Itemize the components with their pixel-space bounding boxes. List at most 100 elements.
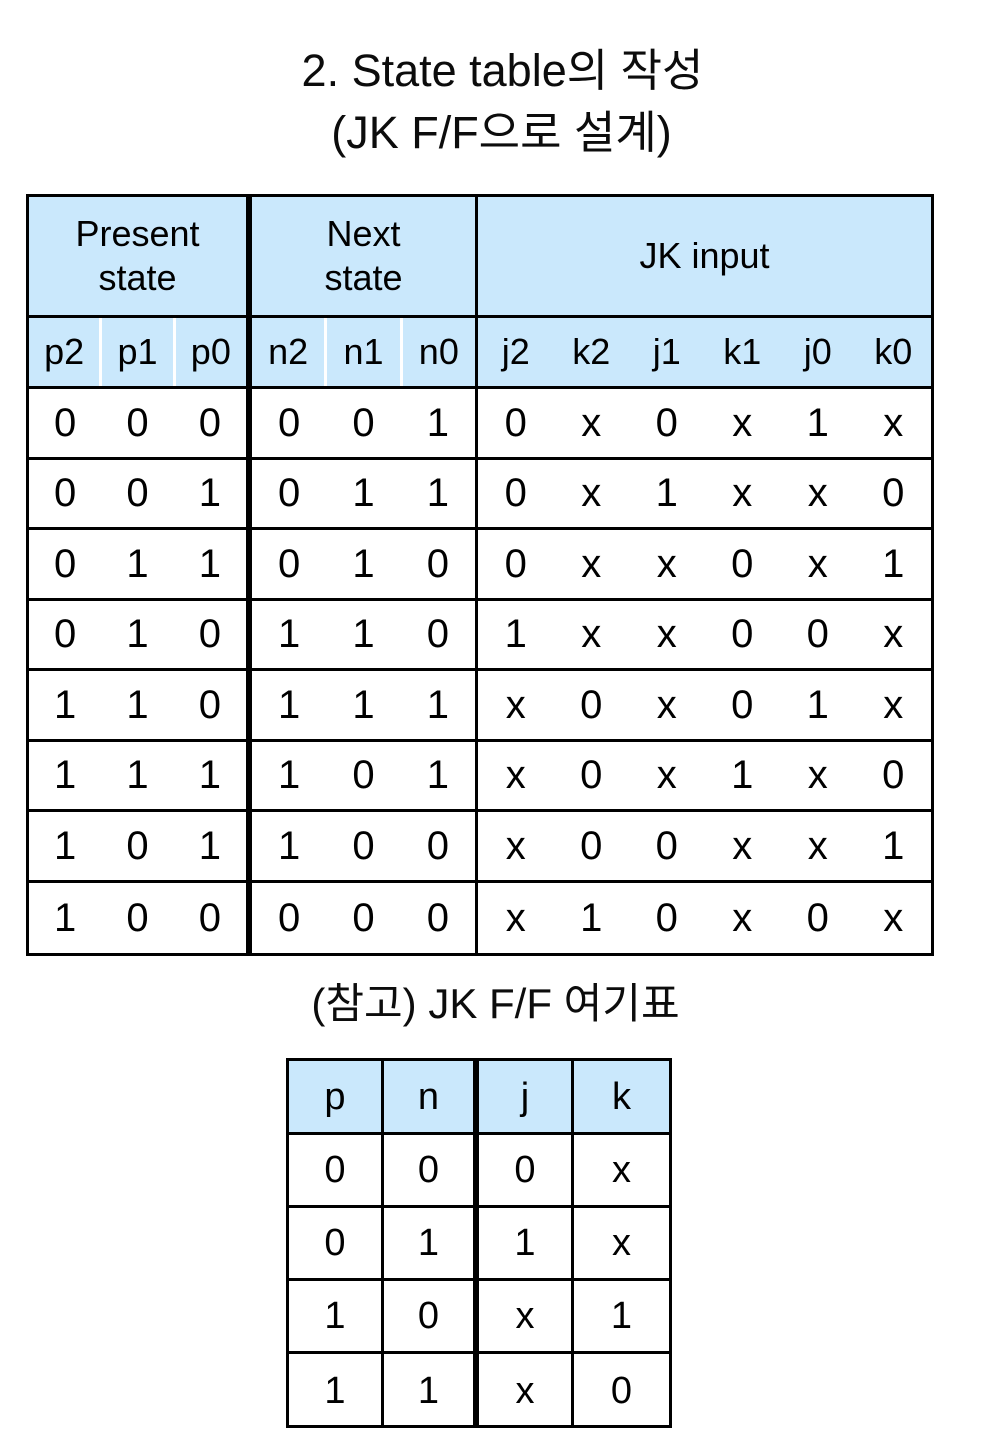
cell-next-4-2: 1 [426, 682, 449, 727]
sub-header-p2: p2 [29, 318, 100, 386]
cell-jk-1-1: x [581, 471, 602, 516]
excitation-cell-1-2: 1 [479, 1208, 574, 1278]
cell-jk-0-5: x [883, 400, 904, 445]
cell-present-1-2: 1 [198, 471, 221, 516]
sub-header-p0: p0 [172, 318, 246, 386]
excitation-cell-2-0: 1 [289, 1281, 384, 1351]
sub-header-present-group: p2 p1 p0 [29, 318, 252, 386]
excitation-cell-3-2: x [479, 1354, 574, 1427]
excitation-header-n: n [384, 1061, 479, 1132]
group-header-next-state-line1: Next [326, 213, 401, 254]
excitation-cell-3-0: 1 [289, 1354, 384, 1427]
cell-next-2-0: 0 [278, 541, 301, 586]
sub-header-k0: k0 [855, 318, 931, 386]
cell-jk-6-2: 0 [655, 823, 678, 868]
cell-jk-6-3: x [732, 823, 753, 868]
group-header-present-state-line2: state [98, 257, 177, 298]
cell-jk-6-1: 0 [580, 823, 603, 868]
cell-jk-2-3: 0 [731, 541, 754, 586]
cell-present-6-2: 1 [198, 823, 221, 868]
cell-jk-7-4: 0 [806, 895, 829, 940]
cell-jk-3-5: x [883, 612, 904, 657]
cell-jk-0-1: x [581, 400, 602, 445]
cell-jk-1-2: 1 [655, 471, 678, 516]
excitation-header-k: k [574, 1061, 669, 1132]
cell-jk-7-0: x [505, 895, 526, 940]
cell-present-7-2: 0 [198, 895, 221, 940]
cell-jk-4-5: x [883, 682, 904, 727]
excitation-cell-2-1: 0 [384, 1281, 479, 1351]
cell-jk-7-2: 0 [655, 895, 678, 940]
excitation-cell-0-2: 0 [479, 1135, 574, 1205]
cell-present-3-2: 0 [198, 612, 221, 657]
excitation-cell-3-1: 1 [384, 1354, 479, 1427]
cell-next-7-2: 0 [426, 895, 449, 940]
title-line-2: (JK F/F으로 설계) [331, 107, 672, 158]
cell-jk-3-0: 1 [504, 612, 527, 657]
sub-header-jk-group: j2 k2 j1 k1 j0 k0 [478, 318, 931, 386]
cell-present-6-0: 1 [54, 823, 77, 868]
sub-header-next-group: n2 n1 n0 [252, 318, 478, 386]
cell-jk-5-4: x [807, 753, 828, 798]
cell-jk-3-2: x [656, 612, 677, 657]
cell-next-5-2: 1 [426, 753, 449, 798]
cell-next-0-1: 0 [352, 400, 375, 445]
cell-present-2-2: 1 [198, 541, 221, 586]
excitation-cell-2-2: x [479, 1281, 574, 1351]
cell-jk-5-1: 0 [580, 753, 603, 798]
group-header-jk-input-label: JK input [639, 235, 770, 276]
cell-jk-2-0: 0 [504, 541, 527, 586]
cell-next-6-0: 1 [278, 823, 301, 868]
cell-jk-3-3: 0 [731, 612, 754, 657]
cell-next-5-0: 1 [278, 753, 301, 798]
cell-jk-7-3: x [732, 895, 753, 940]
cell-jk-4-3: 0 [731, 682, 754, 727]
cell-present-3-0: 0 [54, 612, 77, 657]
excitation-cell-1-0: 0 [289, 1208, 384, 1278]
cell-jk-1-4: x [807, 471, 828, 516]
excitation-header-p: p [289, 1061, 384, 1132]
cell-next-4-1: 1 [352, 682, 375, 727]
cell-present-2-1: 1 [126, 541, 149, 586]
cell-present-0-0: 0 [54, 400, 77, 445]
cell-present-2-0: 0 [54, 541, 77, 586]
sub-header-k1: k1 [704, 318, 780, 386]
cell-jk-5-5: 0 [882, 753, 905, 798]
cell-jk-0-4: 1 [806, 400, 829, 445]
cell-jk-4-1: 0 [580, 682, 603, 727]
cell-present-1-0: 0 [54, 471, 77, 516]
cell-present-6-1: 0 [126, 823, 149, 868]
cell-jk-0-3: x [732, 400, 753, 445]
cell-present-7-0: 1 [54, 895, 77, 940]
sub-header-n1: n1 [324, 318, 400, 386]
cell-present-5-2: 1 [198, 753, 221, 798]
cell-next-5-1: 0 [352, 753, 375, 798]
state-table: Present state Next state JK input p2 p1 … [26, 194, 934, 956]
cell-present-5-0: 1 [54, 753, 77, 798]
group-header-next-state: Next state [252, 197, 478, 315]
excitation-table-caption: (참고) JK F/F 여기표 [311, 980, 680, 1027]
cell-next-2-1: 1 [352, 541, 375, 586]
excitation-cell-0-1: 0 [384, 1135, 479, 1205]
cell-present-0-2: 0 [198, 400, 221, 445]
sub-header-p1: p1 [99, 318, 173, 386]
cell-next-1-2: 1 [426, 471, 449, 516]
